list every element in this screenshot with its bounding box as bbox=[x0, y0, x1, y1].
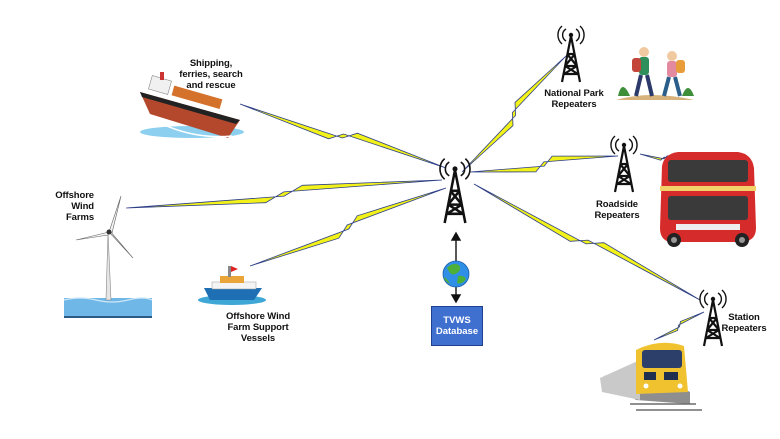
link-wind-farms bbox=[125, 179, 443, 209]
station-repeaters-label: Station Repeaters bbox=[721, 312, 767, 334]
support-boat-icon bbox=[198, 266, 266, 305]
link-national-park bbox=[461, 55, 567, 173]
double-decker-bus-icon bbox=[660, 152, 756, 247]
hikers-icon bbox=[614, 34, 694, 102]
shipping-label: Shipping, ferries, search and rescue bbox=[179, 58, 243, 91]
tvws-database-box: TVWS Database bbox=[431, 306, 483, 346]
wind-turbine-icon bbox=[63, 195, 153, 318]
offshore-wind-farms-label: Offshore Wind Farms bbox=[55, 190, 94, 223]
roadside-repeaters-label: Roadside Repeaters bbox=[594, 199, 640, 221]
national-park-repeater-tower-icon bbox=[556, 24, 586, 84]
roadside-repeater-tower-icon bbox=[609, 134, 639, 194]
national-park-repeaters-label: National Park Repeaters bbox=[544, 88, 604, 110]
support-vessels-label: Offshore Wind Farm Support Vessels bbox=[225, 311, 291, 344]
link-station-train bbox=[653, 311, 705, 341]
cargo-ship-icon bbox=[140, 72, 244, 138]
wireless-links bbox=[125, 55, 705, 341]
globe-icon bbox=[442, 260, 470, 288]
link-support-vessels bbox=[249, 187, 447, 267]
link-ship bbox=[239, 103, 447, 169]
train-icon bbox=[600, 342, 702, 411]
link-roadside bbox=[469, 155, 619, 173]
